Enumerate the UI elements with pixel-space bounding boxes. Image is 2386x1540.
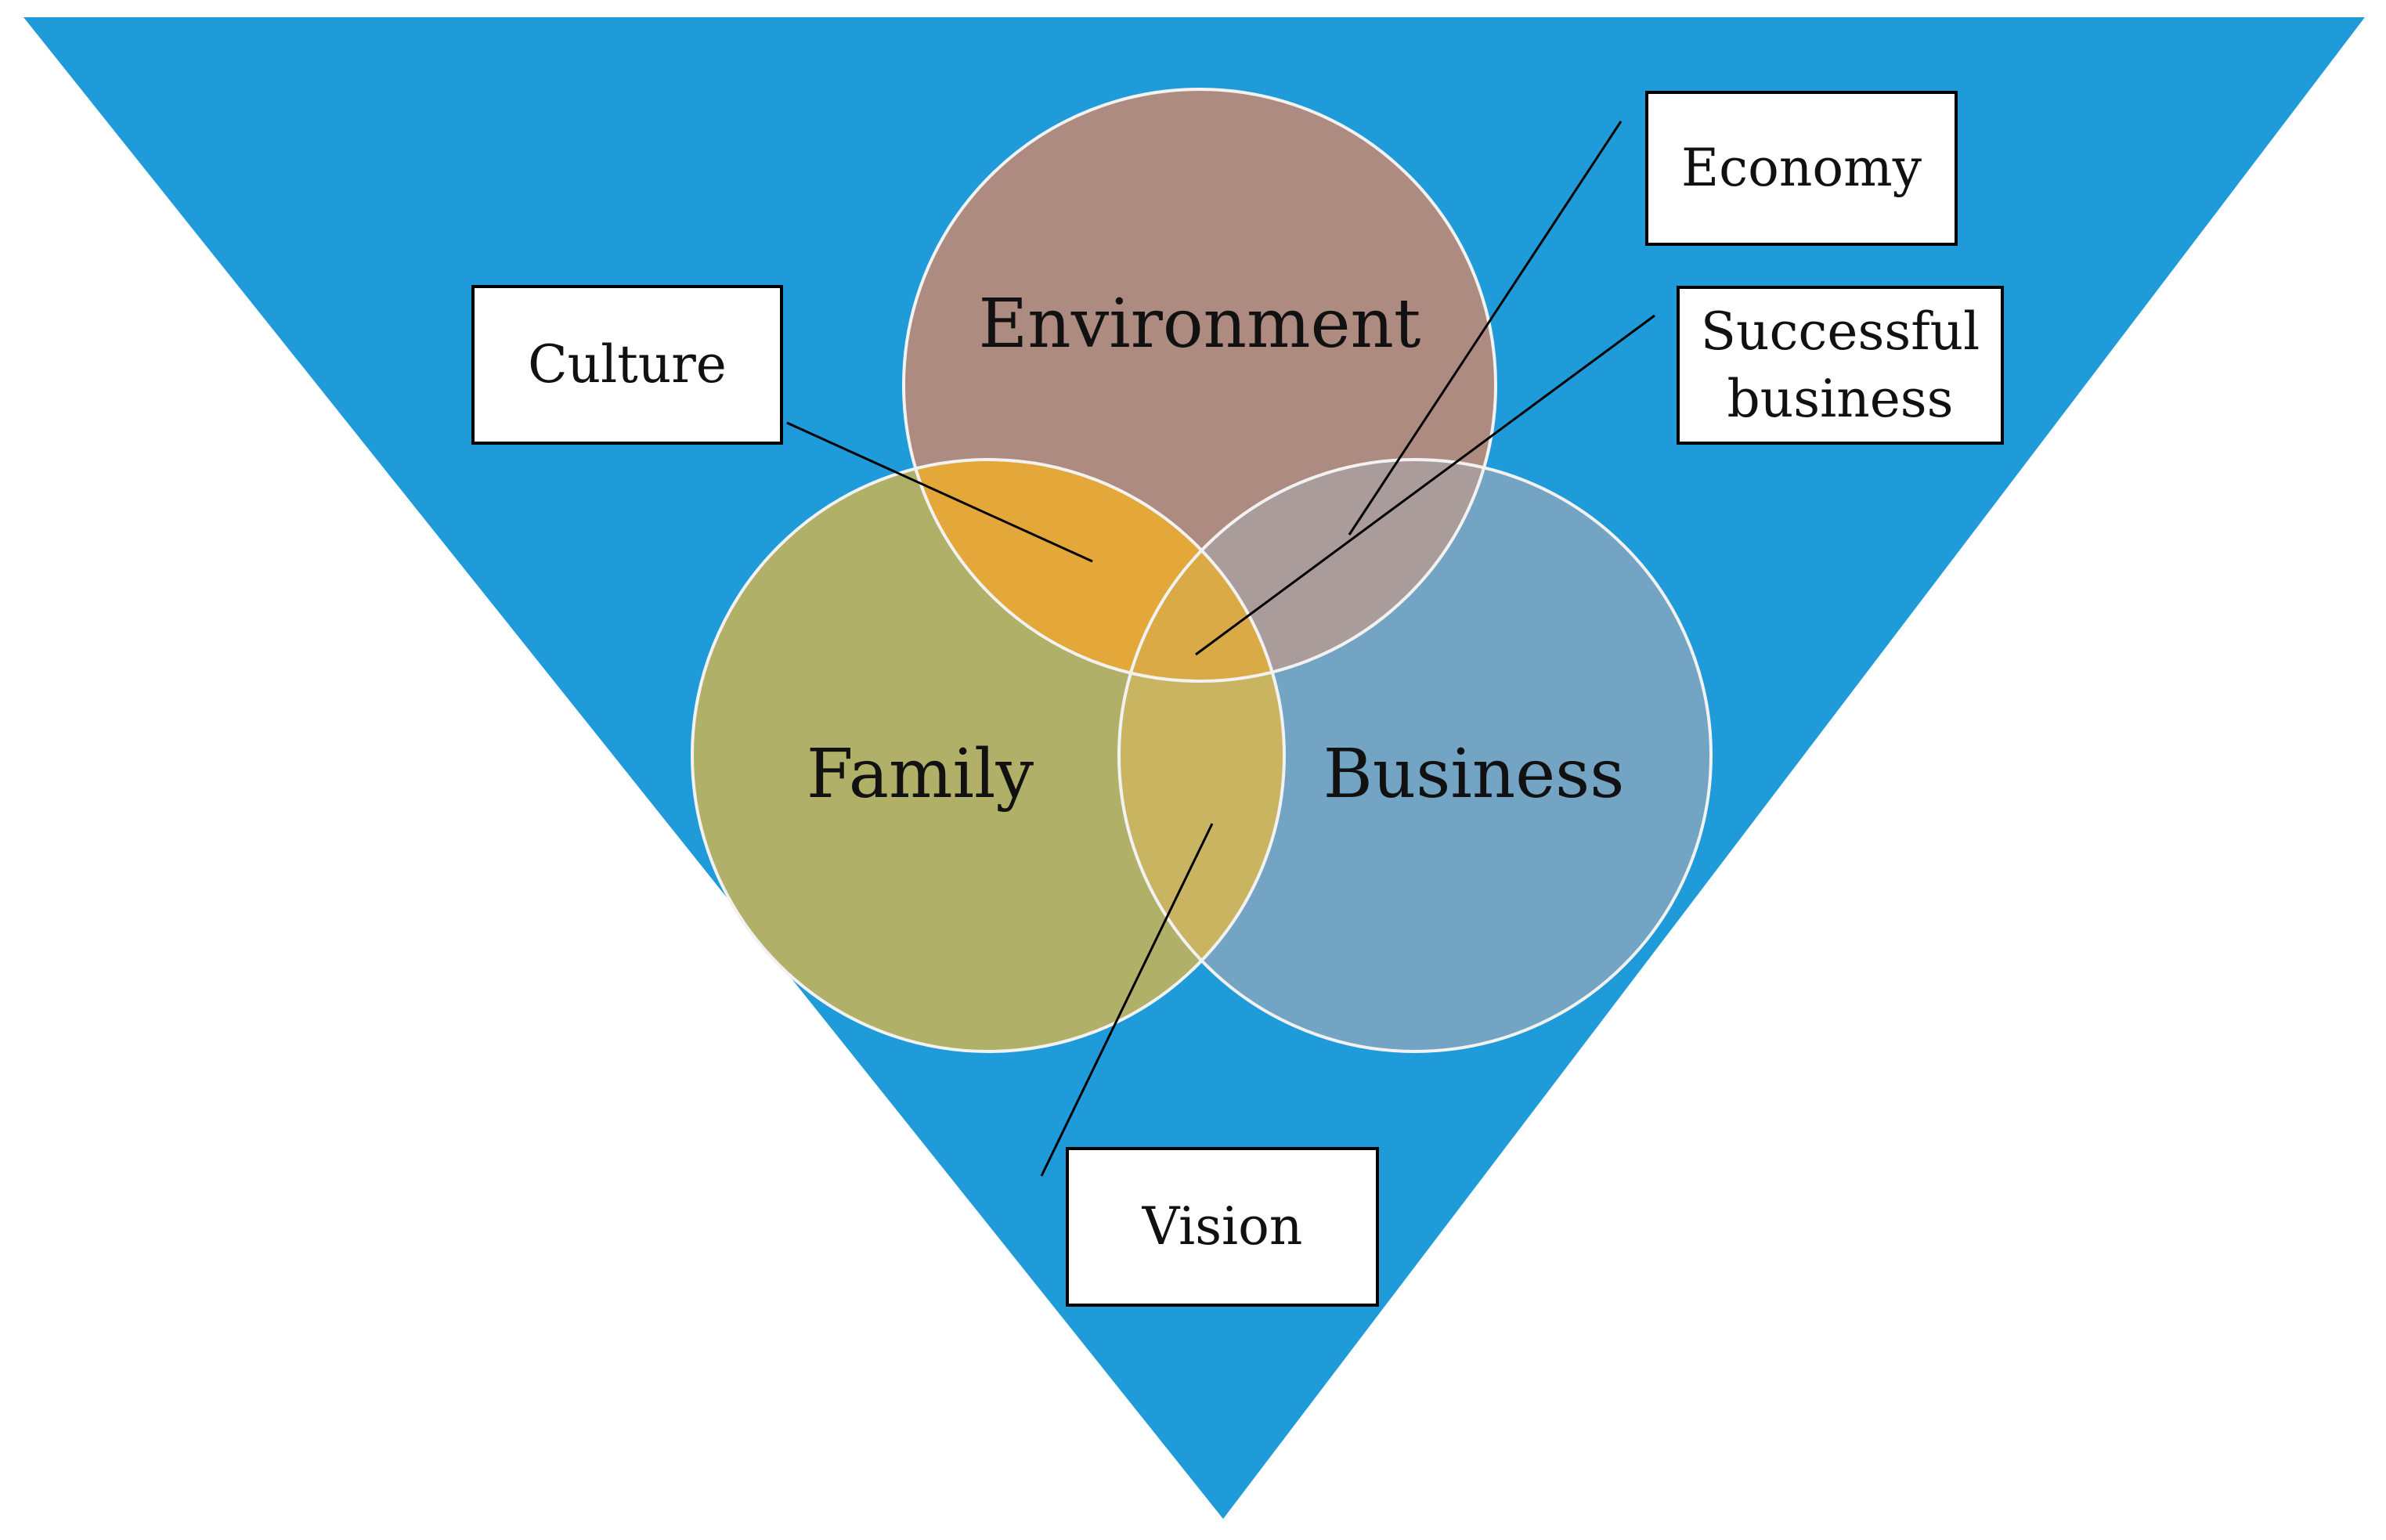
culture-leader-line — [786, 421, 1093, 563]
environment-label: Environment — [979, 285, 1421, 363]
business-circle-outline — [1117, 458, 1713, 1053]
successful-business-label-line1: Successful — [1700, 301, 1980, 362]
family-label: Family — [807, 735, 1034, 813]
environment-family-overlap — [904, 460, 1284, 681]
culture-label-box: Culture — [471, 285, 783, 445]
successful-business-leader-line — [1195, 314, 1655, 656]
successful-business-label-line2: business — [1727, 368, 1954, 429]
economy-leader-line — [1348, 121, 1623, 536]
economy-label: Economy — [1681, 138, 1922, 199]
environment-circle-outline — [902, 88, 1497, 683]
economy-label-box: Economy — [1645, 91, 1958, 246]
business-label: Business — [1323, 735, 1625, 813]
vision-label-box: Vision — [1066, 1147, 1379, 1307]
culture-label: Culture — [528, 334, 727, 395]
vision-leader-line — [1040, 823, 1214, 1177]
environment-business-overlap — [1119, 460, 1496, 681]
family-circle-outline — [691, 458, 1286, 1053]
vision-label: Vision — [1142, 1196, 1303, 1257]
successful-business-label-box: Successful business — [1677, 286, 2004, 445]
